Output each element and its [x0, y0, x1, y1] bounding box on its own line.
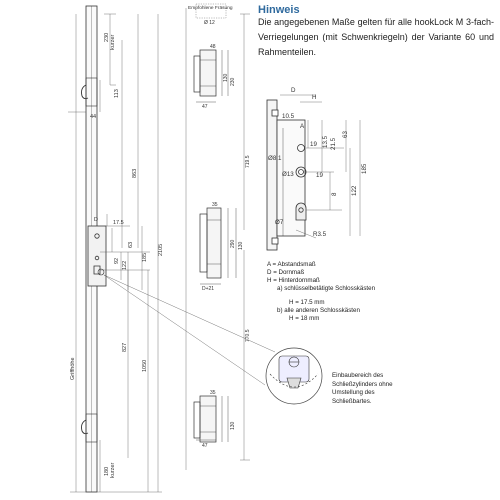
- legend-item-a: a) schlüsselbetätigte Schlosskästen: [277, 285, 376, 292]
- keeper-guides: [185, 3, 250, 470]
- lock-dim-phi-7: Ø7: [275, 219, 284, 226]
- dim-770-5: 770.5: [245, 329, 251, 342]
- lock-dim-63: 63: [342, 131, 349, 138]
- dim-92: 92: [114, 258, 120, 264]
- keeper-bottom: [193, 395, 229, 443]
- lock-dim-8: 8: [331, 192, 338, 196]
- lock-dim-h: H: [312, 94, 316, 101]
- keeper-bot-130: 130: [230, 421, 236, 430]
- detail-leader: [103, 274, 323, 405]
- hint-body: Die angegebenen Maße gelten für alle hoo…: [258, 17, 494, 57]
- dim-17-5: 17.5: [113, 220, 124, 226]
- lock-case-labels: D H 10.5 A 19 13.5 21.5 63 Ø8.1 Ø13 19 8…: [268, 87, 368, 238]
- dim-kurzer-top: kurzer: [110, 35, 116, 50]
- keeper-mid-130: 130: [238, 241, 244, 250]
- dim-230-top: 230: [104, 33, 110, 42]
- lock-case-detail: [266, 99, 307, 251]
- lock-dim-19: 19: [310, 141, 317, 148]
- lock-dim-13-5: 13.5: [322, 135, 329, 148]
- dim-63: 63: [128, 242, 134, 248]
- lock-case-dimension-lines: [277, 94, 361, 239]
- lock-dim-phi-8-1: Ø8.1: [268, 155, 282, 162]
- keeper-top-230: 230: [230, 77, 236, 86]
- left-dimension-labels: 230 kurzer 113 44 863 2105 17.5 63 92 12…: [70, 33, 164, 478]
- legend-h-value-a: H = 17.5 mm: [289, 299, 325, 306]
- lock-dim-10-5: 10.5: [282, 113, 295, 120]
- keeper-top: [193, 49, 229, 103]
- dim-44: 44: [90, 114, 96, 120]
- dim-kurzer-bottom: kurzer: [110, 463, 116, 478]
- keeper-mid-290: 290: [230, 239, 236, 248]
- install-note: Einbaubereich des Schließzylinders ohne …: [332, 372, 393, 405]
- keeper-middle: [199, 207, 237, 285]
- recommended-milling-label: Empfohlene Fräsung: [188, 5, 233, 11]
- dim-122: 122: [122, 261, 128, 270]
- keeper-mid-35: 35: [212, 202, 218, 208]
- cylinder-detail: [269, 355, 319, 389]
- left-dimension-lines: [68, 13, 162, 493]
- dim-827: 827: [122, 343, 128, 352]
- dim-d-main: D: [94, 217, 98, 223]
- milling-diameter: Ø 12: [204, 20, 215, 26]
- lock-dim-185: 185: [361, 163, 368, 174]
- lock-dim-122: 122: [351, 185, 358, 196]
- legend-d: D = Dornmaß: [267, 269, 305, 276]
- keeper-labels: Empfohlene Fräsung Ø 12 48 130 230 47 71…: [188, 5, 251, 449]
- main-faceplate: [81, 5, 107, 493]
- dim-719-5: 719.5: [245, 155, 251, 168]
- dim-185: 185: [142, 253, 148, 262]
- dim-113: 113: [114, 89, 120, 98]
- lock-dim-21-5: 21.5: [330, 137, 337, 150]
- lock-dim-r3-5: R3.5: [313, 231, 327, 238]
- hint-title: Hinweis: [258, 4, 300, 16]
- legend-item-b: b) alle anderen Schlosskästen: [277, 307, 360, 314]
- lock-dim-d: D: [291, 87, 296, 94]
- keeper-mid-d21: D+21: [202, 286, 214, 292]
- legend-h: H = Hinterdornmaß: [267, 277, 320, 284]
- griffhoehe-label: Griffhöhe: [70, 357, 76, 380]
- dim-2105: 2105: [158, 244, 164, 256]
- dim-863: 863: [132, 169, 138, 178]
- dim-1050: 1050: [142, 360, 148, 372]
- keeper-bot-35: 35: [210, 390, 216, 396]
- keeper-top-47: 47: [202, 104, 208, 110]
- lock-dim-19b: 19: [316, 172, 323, 179]
- keeper-bot-47: 47: [202, 443, 208, 449]
- legend-h-value-b: H = 18 mm: [289, 315, 320, 322]
- dim-180-bottom: 180: [104, 467, 110, 476]
- legend-a: A = Abstandsmaß: [267, 261, 316, 268]
- lock-dim-a: A: [300, 123, 305, 130]
- keeper-top-48: 48: [210, 44, 216, 50]
- dimension-legend: A = Abstandsmaß D = Dornmaß H = Hinterdo…: [267, 261, 387, 323]
- lock-dim-phi-13: Ø13: [282, 171, 294, 178]
- keeper-top-130: 130: [223, 73, 229, 82]
